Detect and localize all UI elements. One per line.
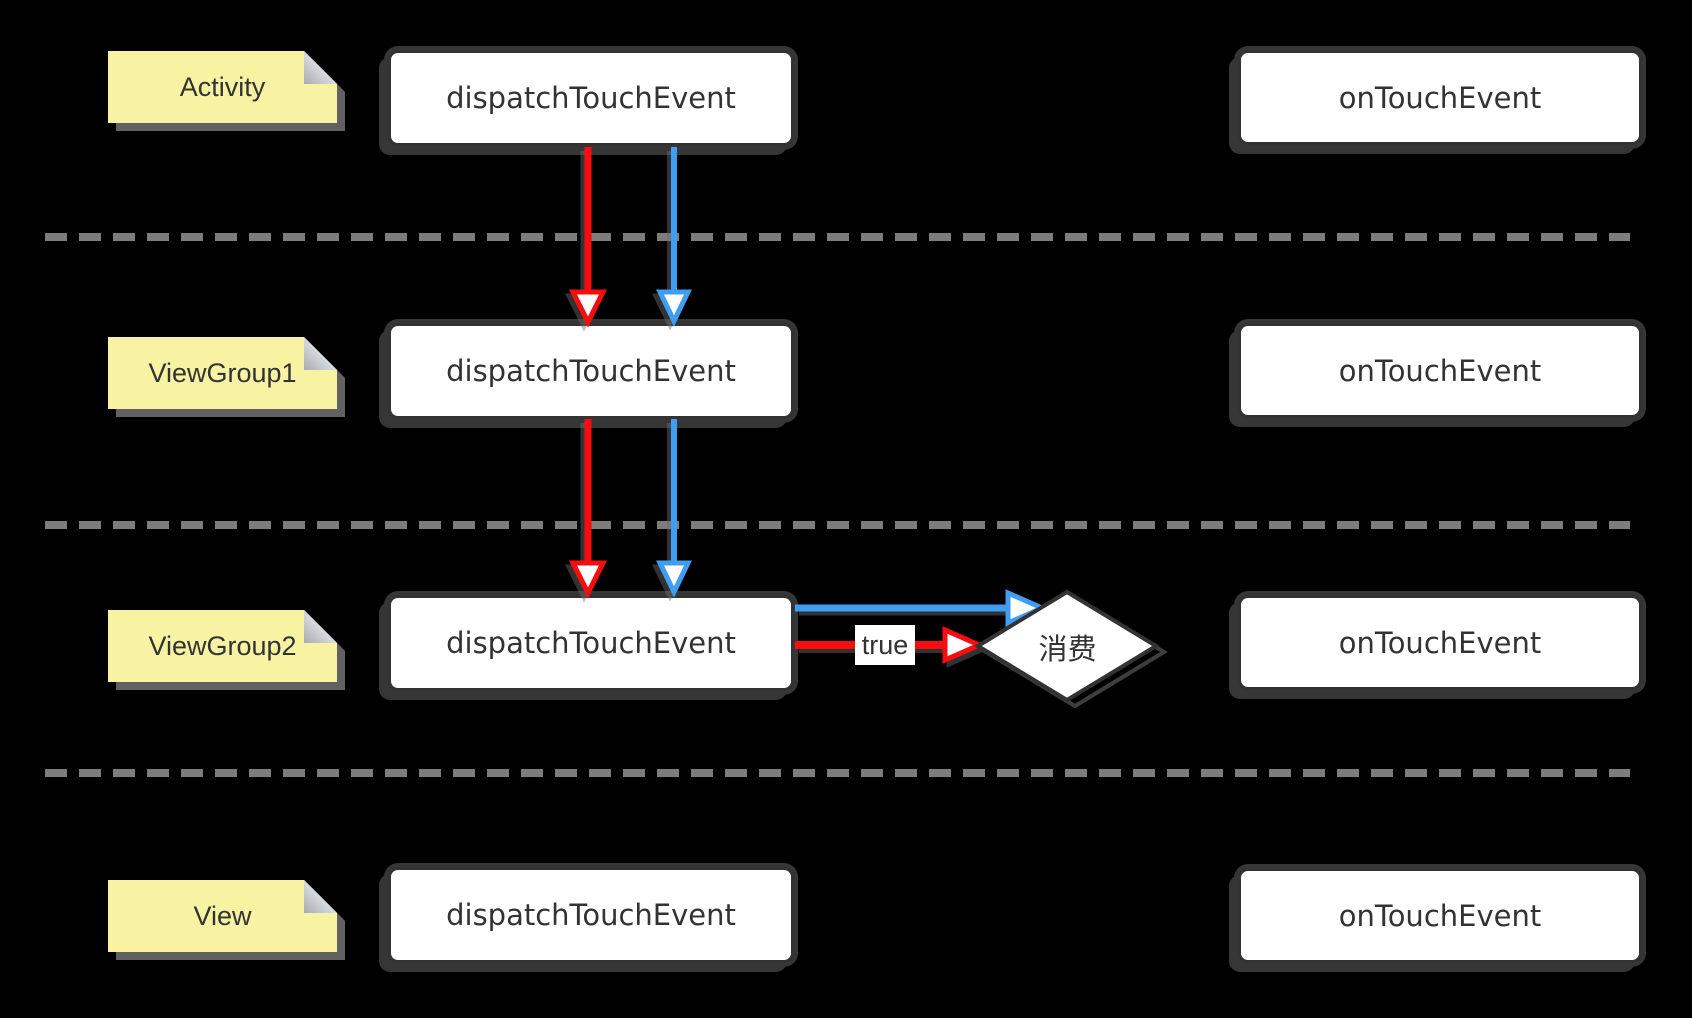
sticky-label-viewgroup1: ViewGroup1 — [148, 357, 297, 388]
folded-corner-icon — [304, 610, 337, 643]
layer-separator-3 — [45, 769, 1630, 777]
blue-up-arrow-viewgroup1-to-viewgroup2 — [656, 419, 692, 598]
dispatch-label-activity: dispatchTouchEvent — [446, 81, 736, 115]
ontouch-label-viewgroup1: onTouchEvent — [1338, 353, 1542, 388]
sticky-label-view: View — [193, 900, 252, 931]
sticky-note-activity: Activity — [108, 51, 337, 123]
consume-diamond-label: 消费 — [1007, 629, 1128, 666]
folded-corner-icon — [304, 880, 337, 913]
consume-label-text: 消费 — [1038, 634, 1097, 666]
ontouch-label-activity: onTouchEvent — [1338, 80, 1542, 115]
dispatch-box-viewgroup1: dispatchTouchEvent — [388, 323, 794, 419]
ontouch-label-view: onTouchEvent — [1338, 898, 1542, 933]
sticky-note-viewgroup2: ViewGroup2 — [108, 610, 337, 682]
dispatch-label-view: dispatchTouchEvent — [446, 898, 736, 932]
ontouch-box-activity: onTouchEvent — [1238, 50, 1642, 145]
ontouch-box-view: onTouchEvent — [1238, 868, 1642, 963]
true-condition-label: true — [855, 625, 915, 665]
sticky-label-viewgroup2: ViewGroup2 — [148, 630, 297, 661]
blue-arrow-to-consume — [795, 589, 1049, 627]
folded-corner-icon — [304, 337, 337, 370]
layer-separator-1 — [45, 233, 1630, 241]
dispatch-box-activity: dispatchTouchEvent — [388, 50, 794, 146]
ontouch-box-viewgroup2: onTouchEvent — [1238, 595, 1642, 690]
red-down-arrow-viewgroup1-to-viewgroup2 — [568, 419, 608, 599]
dispatch-label-viewgroup2: dispatchTouchEvent — [446, 626, 736, 660]
dispatch-label-viewgroup1: dispatchTouchEvent — [446, 354, 736, 388]
layer-separator-2 — [45, 521, 1630, 529]
ontouch-box-viewgroup1: onTouchEvent — [1238, 323, 1642, 418]
folded-corner-icon — [304, 51, 337, 84]
sticky-note-view: View — [108, 880, 337, 952]
true-label-text: true — [861, 629, 909, 660]
dispatch-box-viewgroup2: dispatchTouchEvent — [388, 595, 794, 691]
sticky-note-viewgroup1: ViewGroup1 — [108, 337, 337, 409]
ontouch-label-viewgroup2: onTouchEvent — [1338, 625, 1542, 660]
dispatch-box-view: dispatchTouchEvent — [388, 867, 794, 963]
sticky-label-activity: Activity — [179, 71, 266, 102]
